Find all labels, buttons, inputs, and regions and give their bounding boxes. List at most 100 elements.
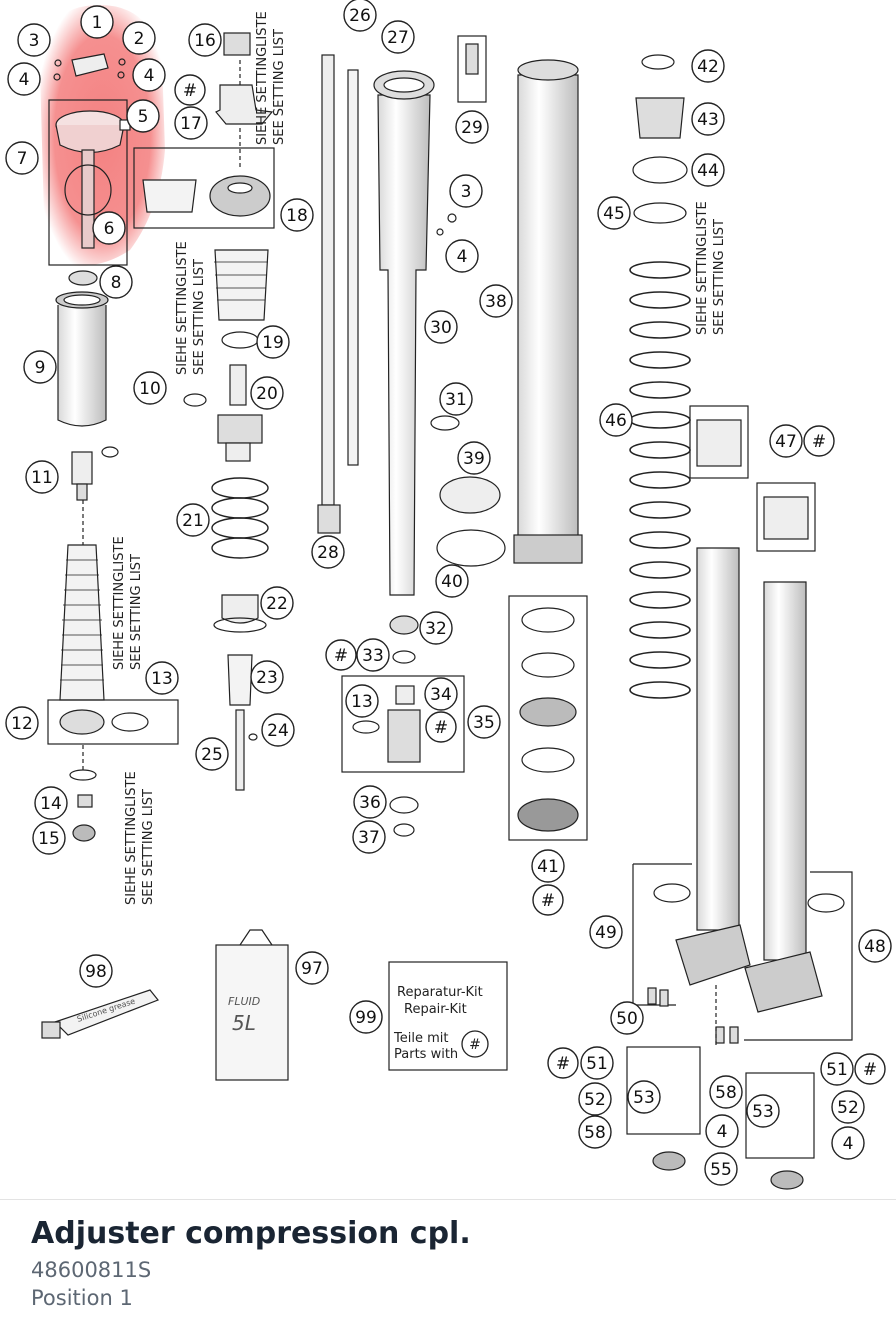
group-adjuster: [47, 53, 207, 842]
callout-number: 55: [710, 1160, 732, 1180]
callout-34: 34: [424, 677, 458, 711]
callout-14: 14: [34, 786, 68, 820]
callout-number: 41: [537, 857, 559, 877]
group-consumables: [41, 929, 508, 1081]
callout-20: 20: [250, 376, 284, 410]
callout-2: 2: [122, 21, 156, 55]
svg-text:SIEHE SETTINGLISTE: SIEHE SETTINGLISTE: [695, 201, 710, 335]
setting-list-note-5: SIEHE SETTINGLISTE SEE SETTING LIST: [124, 771, 156, 905]
callout-hash: #: [325, 639, 357, 671]
callout-number: 29: [461, 118, 483, 138]
callout-number: #: [334, 646, 348, 666]
callout-number: 47: [775, 432, 797, 452]
callout-18: 18: [280, 198, 314, 232]
callout-11: 11: [25, 460, 59, 494]
callout-4: 4: [132, 58, 166, 92]
callout-6: 6: [92, 211, 126, 245]
callout-46: 46: [599, 403, 633, 437]
callout-number: 97: [301, 959, 323, 979]
svg-text:5L: 5L: [232, 1011, 256, 1035]
callout-number: 4: [144, 66, 155, 86]
callout-53: 53: [627, 1080, 661, 1114]
callout-42: 42: [691, 49, 725, 83]
group-outer-tubes: [626, 54, 853, 1190]
callout-number: 24: [267, 721, 289, 741]
svg-text:#: #: [469, 1037, 481, 1053]
callout-number: 51: [586, 1054, 608, 1074]
svg-text:SEE SETTING LIST: SEE SETTING LIST: [192, 259, 207, 375]
callout-58: 58: [709, 1075, 743, 1109]
svg-text:SEE SETTING LIST: SEE SETTING LIST: [129, 554, 144, 670]
callout-number: 45: [603, 204, 625, 224]
callout-number: #: [434, 718, 448, 738]
svg-text:Parts with: Parts with: [394, 1047, 458, 1062]
callout-31: 31: [439, 382, 473, 416]
callout-number: 58: [584, 1123, 606, 1143]
callout-number: 34: [430, 685, 452, 705]
callout-3: 3: [449, 174, 483, 208]
callout-number: 15: [38, 829, 60, 849]
callout-52: 52: [578, 1082, 612, 1116]
callout-number: 53: [633, 1088, 655, 1108]
callout-40: 40: [435, 564, 469, 598]
setting-list-note-3: SIEHE SETTINGLISTE SEE SETTING LIST: [695, 201, 727, 335]
callout-number: #: [183, 81, 197, 101]
callout-number: 38: [485, 292, 507, 312]
svg-text:Teile mit: Teile mit: [393, 1031, 448, 1046]
exploded-parts-diagram: SIEHE SETTINGLISTE SEE SETTING LIST SIEH…: [5, 0, 892, 1190]
callout-number: 49: [595, 923, 617, 943]
callout-33: 33: [356, 638, 390, 672]
callout-hash: #: [803, 425, 835, 457]
callout-number: 10: [139, 379, 161, 399]
callout-22: 22: [260, 586, 294, 620]
callout-number: 44: [697, 161, 719, 181]
callout-53: 53: [746, 1094, 780, 1128]
callout-number: 31: [445, 390, 467, 410]
callout-25: 25: [195, 737, 229, 771]
callout-hash: #: [854, 1053, 886, 1085]
callout-number: 9: [35, 358, 46, 378]
setting-list-note-4: SIEHE SETTINGLISTE SEE SETTING LIST: [112, 536, 144, 670]
callout-number: 7: [17, 149, 28, 169]
callout-number: 26: [349, 6, 371, 26]
callout-29: 29: [455, 110, 489, 144]
callout-50: 50: [610, 1001, 644, 1035]
callout-4: 4: [445, 239, 479, 273]
callout-26: 26: [343, 0, 377, 32]
callout-27: 27: [381, 20, 415, 54]
callout-number: 12: [11, 714, 33, 734]
callout-number: 40: [441, 572, 463, 592]
callout-number: 21: [182, 511, 204, 531]
callout-number: 11: [31, 468, 53, 488]
callout-4: 4: [705, 1114, 739, 1148]
oil-can-label: FLUID 5L: [228, 995, 260, 1035]
callout-32: 32: [419, 611, 453, 645]
callout-7: 7: [5, 141, 39, 175]
callout-39: 39: [457, 441, 491, 475]
svg-text:SIEHE SETTINGLISTE: SIEHE SETTINGLISTE: [175, 241, 190, 375]
callout-9: 9: [23, 350, 57, 384]
callout-4: 4: [831, 1126, 865, 1160]
callout-37: 37: [352, 820, 386, 854]
callout-number: 23: [256, 668, 278, 688]
callout-number: 27: [387, 28, 409, 48]
callout-number: 2: [134, 29, 145, 49]
callout-number: 52: [837, 1098, 859, 1118]
callout-hash: #: [425, 711, 457, 743]
callout-number: 3: [29, 31, 40, 51]
svg-text:SEE SETTING LIST: SEE SETTING LIST: [712, 219, 727, 335]
svg-text:SEE SETTING LIST: SEE SETTING LIST: [272, 29, 287, 145]
group-cartridge: [317, 35, 588, 841]
callout-number: 4: [19, 70, 30, 90]
svg-text:SIEHE SETTINGLISTE: SIEHE SETTINGLISTE: [255, 11, 270, 145]
callout-number: 18: [286, 206, 308, 226]
callout-98: 98: [79, 954, 113, 988]
callout-number: 51: [826, 1060, 848, 1080]
callout-4: 4: [7, 62, 41, 96]
callout-number: 39: [463, 449, 485, 469]
callout-number: 42: [697, 57, 719, 77]
callout-number: 4: [843, 1134, 854, 1154]
setting-list-note-1: SIEHE SETTINGLISTE SEE SETTING LIST: [255, 11, 287, 145]
callout-number: 33: [362, 646, 384, 666]
callout-15: 15: [32, 821, 66, 855]
